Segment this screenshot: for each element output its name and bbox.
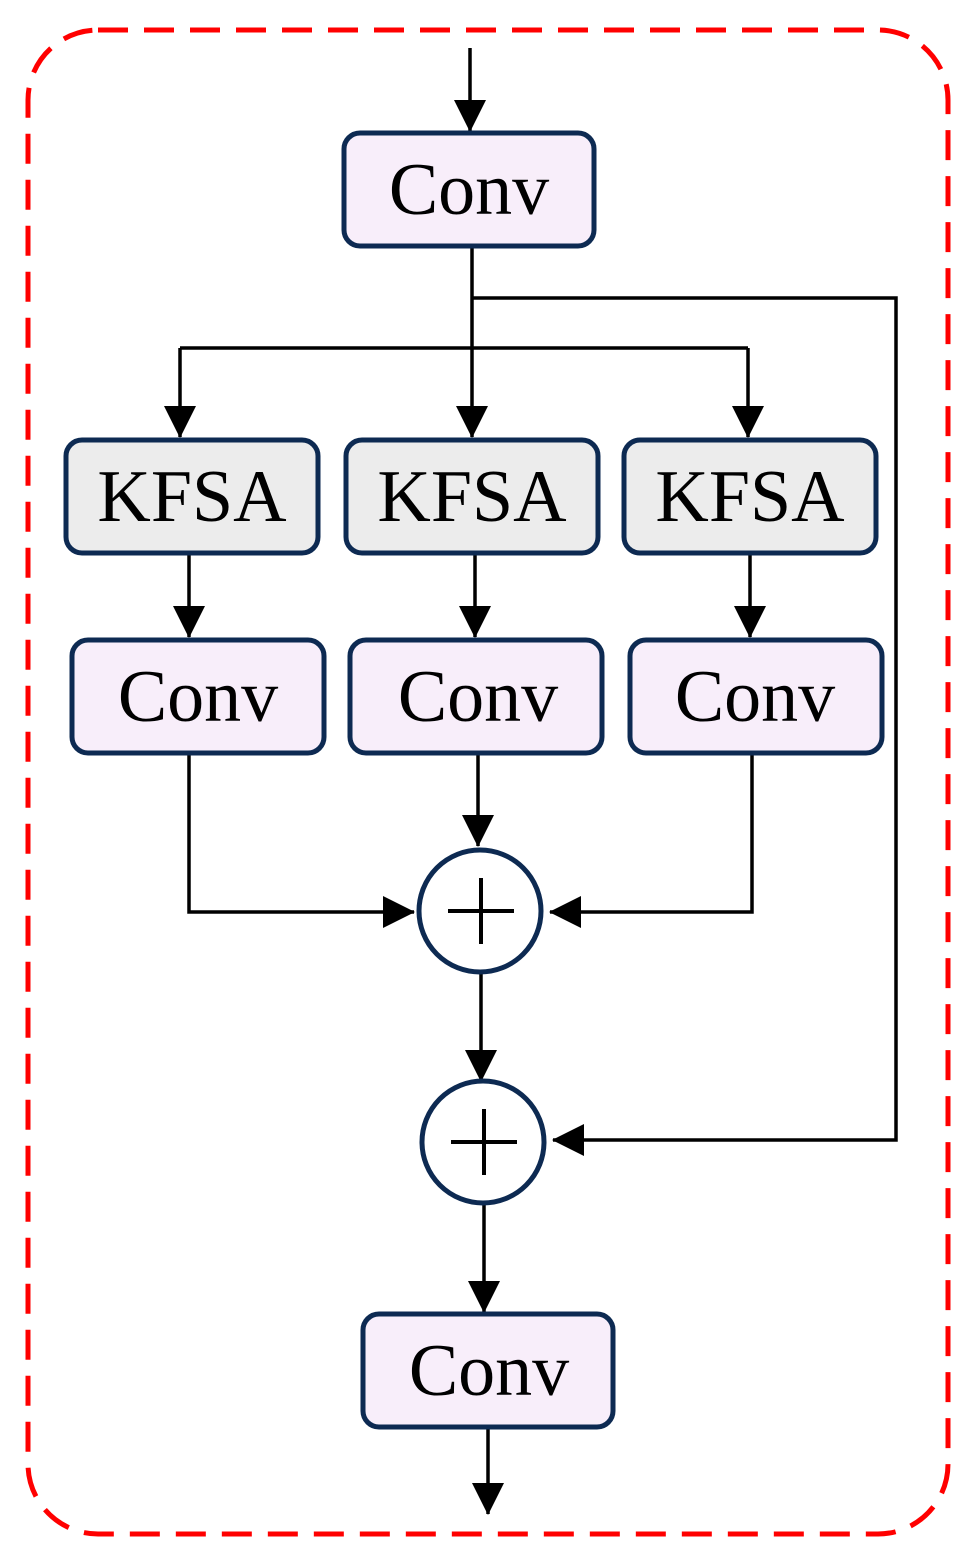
conv-top-label: Conv bbox=[389, 149, 549, 231]
conv-mid-box bbox=[347, 637, 605, 756]
kfsa-left-label: KFSA bbox=[97, 456, 286, 538]
conv-bottom-label: Conv bbox=[409, 1330, 569, 1412]
module-container bbox=[25, 27, 951, 1537]
kfsa-mid-box bbox=[343, 437, 601, 556]
conv-right-label: Conv bbox=[675, 656, 835, 738]
conv-top-box bbox=[341, 130, 597, 249]
add-1-plus-icon bbox=[448, 878, 514, 944]
node-kfsa-left: KFSA bbox=[63, 437, 321, 556]
conv-left-box bbox=[69, 637, 327, 756]
node-conv-right: Conv bbox=[627, 637, 885, 756]
edge-conv-left-to-add-1 bbox=[187, 754, 415, 928]
node-add-2 bbox=[419, 1078, 547, 1206]
node-conv-left: Conv bbox=[69, 637, 327, 756]
node-kfsa-right: KFSA bbox=[621, 437, 879, 556]
node-conv-bottom: Conv bbox=[360, 1311, 616, 1430]
conv-bottom-box bbox=[360, 1311, 616, 1430]
node-conv-mid: Conv bbox=[347, 637, 605, 756]
conv-left-label: Conv bbox=[118, 656, 278, 738]
kfsa-left-box bbox=[63, 437, 321, 556]
edge-conv-right-to-add-1 bbox=[549, 754, 754, 928]
kfsa-mid-label: KFSA bbox=[377, 456, 566, 538]
conv-mid-label: Conv bbox=[398, 656, 558, 738]
node-kfsa-mid: KFSA bbox=[343, 437, 601, 556]
conv-right-box bbox=[627, 637, 885, 756]
node-conv-top: Conv bbox=[341, 130, 597, 249]
node-add-1 bbox=[416, 847, 544, 975]
edges bbox=[164, 48, 898, 1515]
add-2-plus-icon bbox=[451, 1109, 517, 1175]
kfsa-right-label: KFSA bbox=[655, 456, 844, 538]
kfsa-right-box bbox=[621, 437, 879, 556]
edge-conv-top-to-add-2-skip bbox=[472, 296, 898, 1156]
